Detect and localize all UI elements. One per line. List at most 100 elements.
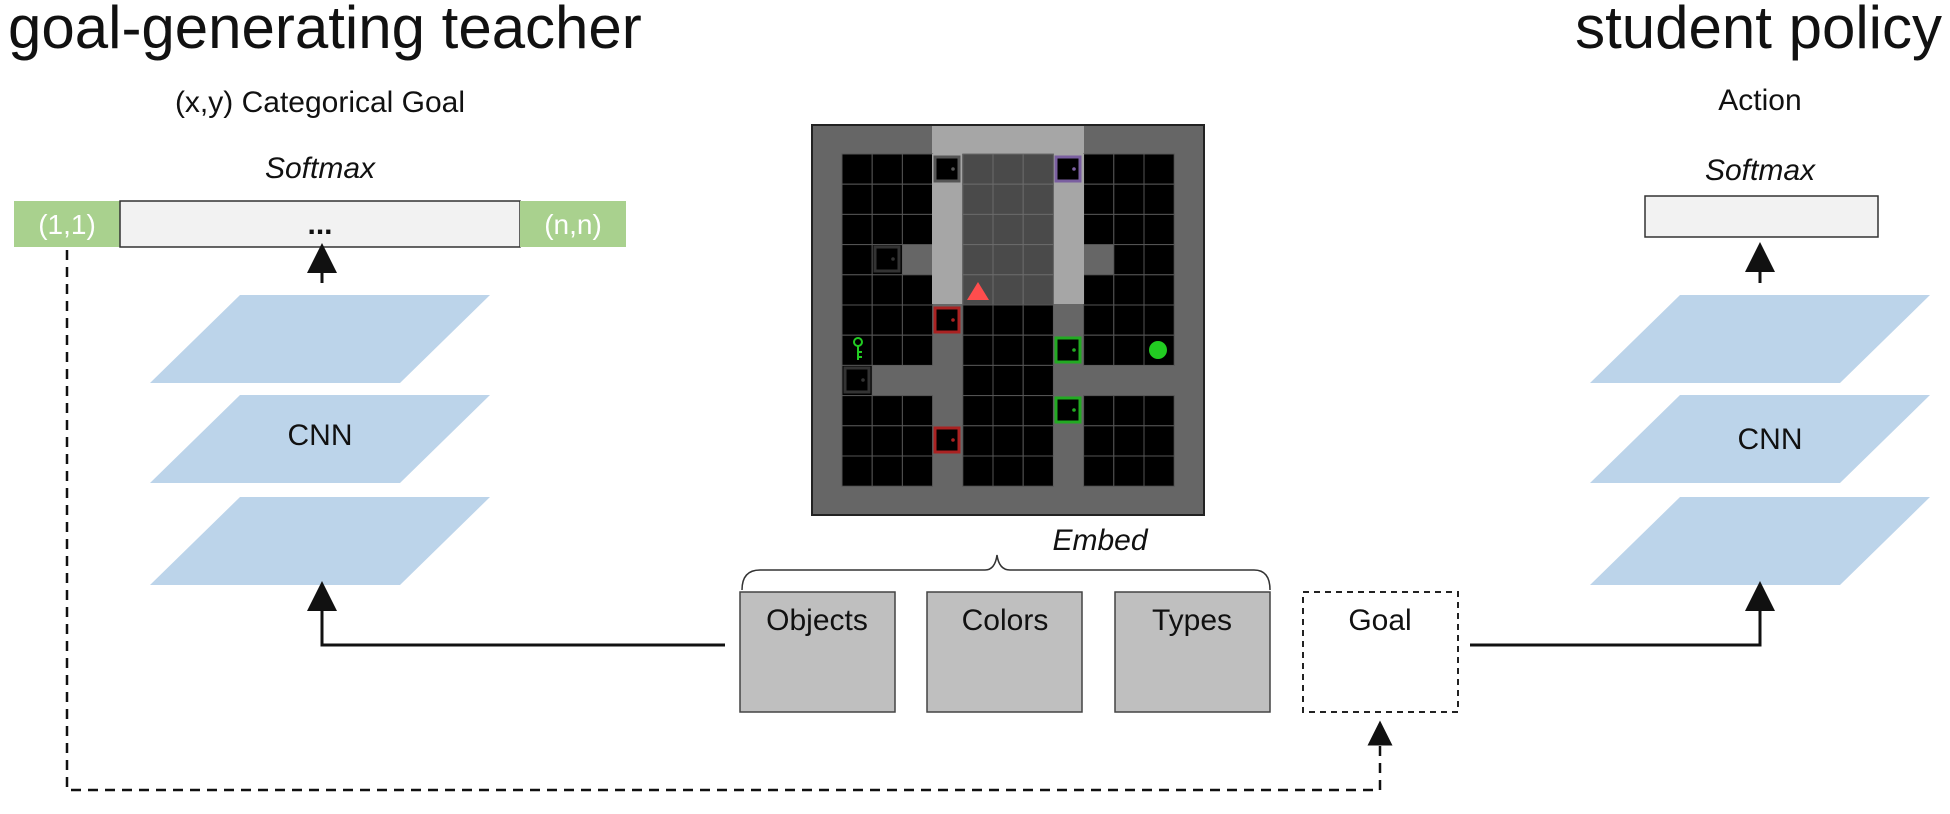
softmax-last-cell (520, 201, 626, 247)
teacher-title: goal-generating teacher (8, 0, 642, 61)
grid-cell (1053, 365, 1084, 396)
grid-cell (841, 455, 873, 487)
student-cnn: CNN (1590, 295, 1930, 585)
grid-cell (992, 213, 1024, 246)
grid-cell (901, 395, 934, 427)
grid-cell (992, 244, 1024, 276)
grid-cell (1083, 183, 1115, 215)
grid-cell (1143, 213, 1175, 246)
ball-icon (1149, 341, 1167, 359)
grid-cell (1113, 395, 1145, 427)
grid-cell (992, 334, 1024, 366)
grid-cell (962, 455, 994, 487)
triangle-agent-icon (967, 282, 989, 300)
student-cnn-layer-3 (1590, 497, 1930, 585)
grid-cell (902, 244, 933, 275)
door-knob (1072, 167, 1076, 171)
door-icon-frame (843, 366, 871, 394)
door-icon (843, 366, 871, 394)
grid-cell (1143, 153, 1175, 185)
student-softmax-bar (1644, 195, 1879, 238)
objects-box (739, 591, 896, 713)
student-title: student policy (1575, 0, 1942, 61)
door-icon-frame (933, 426, 961, 454)
grid-cell (841, 425, 873, 457)
grid-cell (1022, 395, 1054, 427)
grid-cell (841, 183, 873, 215)
teacher-cnn: CNN (150, 295, 490, 585)
grid-cell (1053, 456, 1084, 487)
door-knob (951, 167, 955, 171)
grid-cell (1143, 244, 1175, 276)
grid-cell (841, 395, 873, 427)
grid-cell (871, 425, 903, 457)
grid-cell (1083, 304, 1115, 336)
grid-cell (901, 304, 934, 336)
grid-cell (962, 244, 994, 276)
grid-cell (932, 335, 963, 366)
softmax-middle-label: ... (307, 208, 332, 241)
student-cnn-layer-1 (1590, 295, 1930, 383)
goal-feedback-dashed-arrow (65, 250, 1393, 792)
softmax-first-cell (14, 201, 120, 247)
teacher-softmax-label: Softmax (265, 152, 376, 185)
grid-cell (1022, 244, 1054, 276)
colors-label: Colors (962, 604, 1049, 637)
grid-cell (1113, 304, 1145, 336)
door-icon (1054, 155, 1082, 183)
grid-cell (1053, 425, 1084, 456)
door-knob (951, 438, 955, 442)
grid-cell (1083, 334, 1115, 366)
grid-cell (1053, 305, 1084, 336)
grid-cell (992, 395, 1024, 427)
teacher-cnn-layer-1 (150, 295, 490, 383)
door-icon (873, 245, 901, 273)
grid-cell (901, 425, 934, 457)
grid-cell (1022, 153, 1054, 185)
door-icon (1054, 336, 1082, 364)
student-softmax-label: Softmax (1705, 154, 1816, 187)
grid-cell (841, 213, 873, 246)
teacher-softmax-bar: (1,1) ... (n,n) (14, 200, 626, 248)
grid-cell (1022, 304, 1054, 336)
grid-cell (992, 364, 1024, 397)
door-knob (891, 257, 895, 261)
grid-cell (992, 304, 1024, 336)
softmax-first-label: (1,1) (38, 209, 96, 240)
grid-cell (841, 274, 873, 306)
door-icon (933, 155, 961, 183)
grid-cell (1143, 274, 1175, 306)
door-knob (861, 378, 865, 382)
grid-cell (1143, 425, 1175, 457)
grid-cell (1143, 455, 1175, 487)
grid-cell (1143, 304, 1175, 336)
grid-cell (1113, 334, 1145, 366)
embed-label: Embed (1052, 524, 1148, 557)
door-knob (951, 318, 955, 322)
student-cnn-layer-2 (1590, 395, 1930, 483)
key-shaft (857, 346, 862, 360)
grid-cell (902, 365, 933, 396)
softmax-middle-cell (119, 200, 521, 248)
door-knob (1072, 348, 1076, 352)
grid-cell (962, 425, 994, 457)
grid-cell (1144, 365, 1175, 396)
door-icon (933, 426, 961, 454)
grid-cell (841, 153, 873, 185)
grid-cell (1113, 183, 1145, 215)
types-label: Types (1152, 604, 1232, 637)
embed-brace (741, 554, 1271, 591)
grid-cell (871, 183, 903, 215)
door-icon (933, 306, 961, 334)
grid-cell (1083, 213, 1115, 246)
teacher-cnn-layer-2 (150, 395, 490, 483)
grid-cell (872, 365, 903, 396)
grid-cell (1083, 365, 1114, 396)
grid-cell (1113, 455, 1145, 487)
grid-cell (1143, 183, 1175, 215)
grid-cell (932, 365, 963, 396)
grid-cell (871, 304, 903, 336)
grid-cell (1113, 153, 1145, 185)
grid-cell (962, 364, 994, 397)
